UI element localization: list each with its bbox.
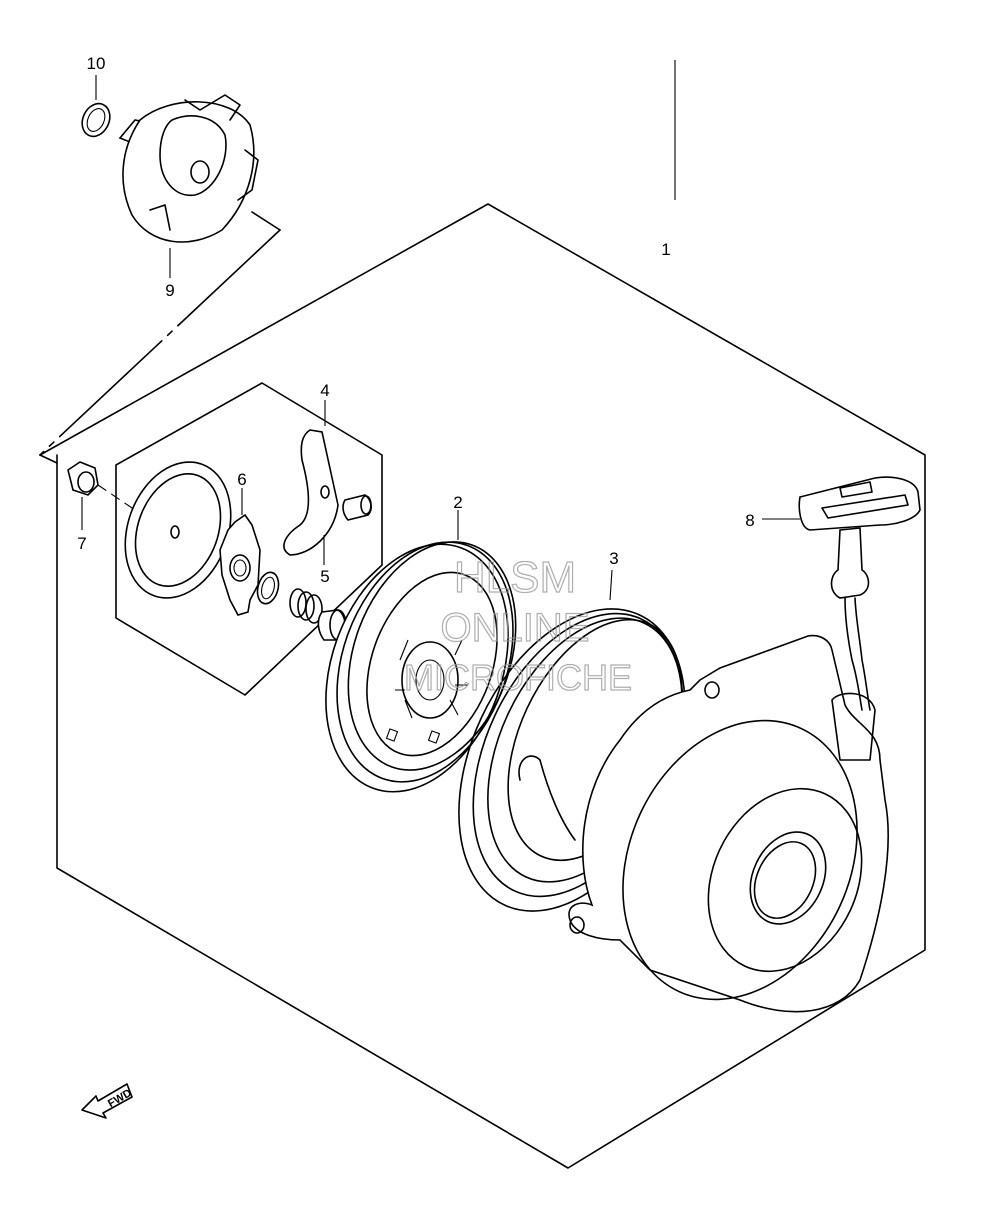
assembly-outline xyxy=(39,203,926,1169)
part-7-nut xyxy=(67,461,136,530)
watermark-line3: MICROFICHE xyxy=(404,657,632,698)
starter-case xyxy=(568,60,889,1013)
fwd-label: FWD xyxy=(106,1087,134,1110)
part-6-ratchet-guide xyxy=(219,488,261,616)
leader-9-dashed xyxy=(39,229,281,456)
part-2-reel xyxy=(325,510,517,793)
callout-1: 1 xyxy=(661,240,670,259)
callout-3: 3 xyxy=(609,549,618,568)
callout-4: 4 xyxy=(320,381,329,400)
part-10-o-ring xyxy=(81,102,111,138)
assembly-outline-link xyxy=(39,454,58,464)
part-9-starter-cam xyxy=(118,94,259,243)
callout-7: 7 xyxy=(77,534,86,553)
callout-2: 2 xyxy=(453,493,462,512)
watermark-line2: ONLINE xyxy=(441,606,590,650)
fwd-arrow: FWD xyxy=(81,1083,134,1119)
callout-6: 6 xyxy=(237,470,246,489)
part-5-ratchet-pawl xyxy=(283,400,372,565)
callout-10: 10 xyxy=(87,54,106,73)
callout-5: 5 xyxy=(320,567,329,586)
spring-and-washers xyxy=(256,571,347,641)
callout-9: 9 xyxy=(165,281,174,300)
part-3-recoil-spring xyxy=(458,569,686,912)
watermark: HLSM ONLINE MICROFICHE xyxy=(403,552,632,698)
watermark-line1: HLSM xyxy=(454,553,576,602)
subassembly-outline xyxy=(115,382,383,696)
leader-9-dashed-end xyxy=(251,211,281,231)
callout-8: 8 xyxy=(745,511,754,530)
part-8-starter-handle xyxy=(762,476,921,711)
